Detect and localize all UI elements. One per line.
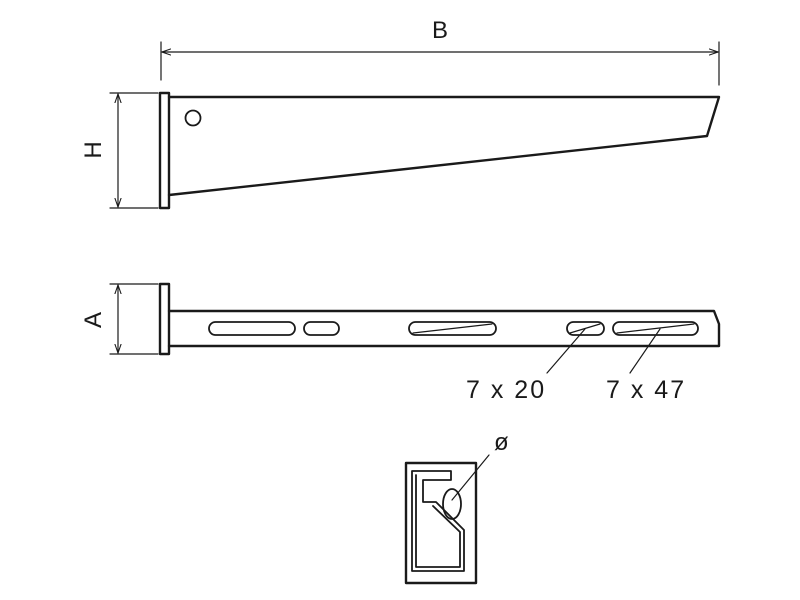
leader-diameter — [451, 454, 490, 501]
dimension-label-a: A — [80, 312, 107, 328]
side-view — [158, 91, 721, 210]
dimension-label-h: H — [80, 141, 107, 158]
dimension-a: A — [80, 283, 159, 355]
side-view-wall-plate — [158, 91, 171, 210]
slot-3-hidden-edge — [412, 323, 493, 334]
side-view-arm — [167, 95, 721, 197]
slot-2 — [303, 321, 340, 336]
cross-section-profile-outer — [411, 470, 465, 572]
dimension-b: B — [160, 17, 720, 86]
slot-1 — [208, 321, 296, 336]
cross-section-view: ø — [404, 429, 509, 585]
leader-slot-large — [629, 328, 661, 374]
slot-5-hidden-edge — [616, 323, 695, 334]
slot-label-large: 7 x 47 — [606, 376, 686, 404]
cross-section-hole — [442, 488, 462, 520]
mounting-hole — [184, 109, 202, 127]
cross-section-frame — [404, 461, 478, 585]
top-view-arm — [167, 309, 721, 348]
top-view-wall-plate — [158, 282, 171, 356]
dimension-label-b: B — [432, 17, 448, 44]
dimension-h: H — [80, 92, 159, 209]
slot-4 — [566, 321, 605, 336]
slot-3 — [408, 321, 497, 336]
cross-section-profile-inner — [415, 474, 461, 568]
top-view: 7 x 20 7 x 47 — [158, 282, 721, 404]
diameter-label: ø — [494, 429, 509, 456]
slot-label-small: 7 x 20 — [466, 376, 546, 404]
leader-slot-small — [546, 328, 586, 374]
